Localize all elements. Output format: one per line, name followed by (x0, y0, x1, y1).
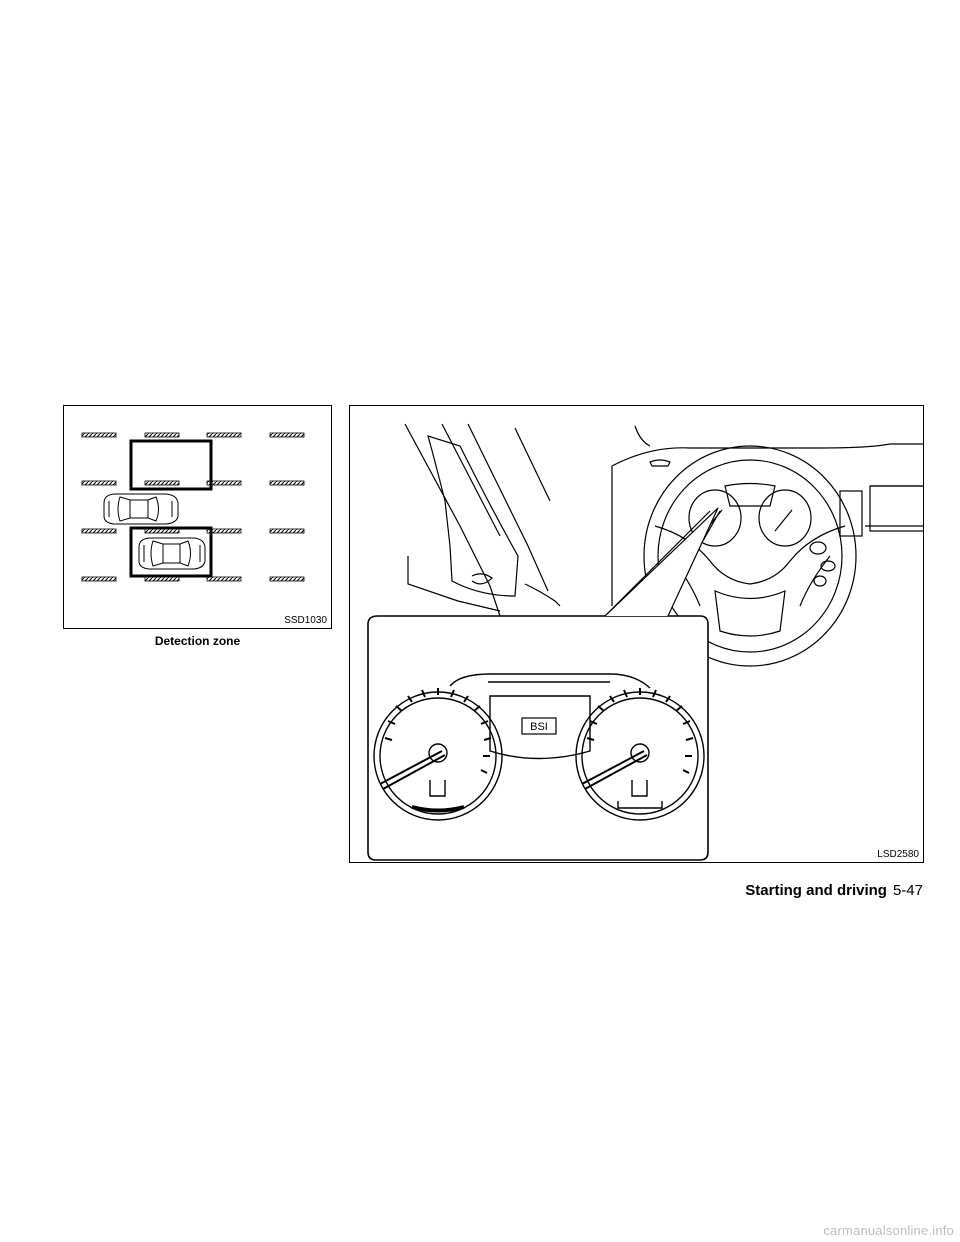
bsi-display-label: BSI (530, 721, 548, 733)
dashboard-illustration: BSI (367, 423, 923, 861)
detection-zone-figure: SSD1030 (63, 405, 332, 629)
page-footer: Starting and driving 5-47 (745, 882, 923, 899)
detection-zone-box-lower (129, 526, 213, 578)
own-car (138, 537, 206, 570)
windshield-pillar (404, 423, 561, 617)
instrument-panel (611, 425, 923, 606)
adjacent-car (103, 493, 179, 525)
figure-code: LSD2580 (877, 849, 919, 860)
bsi-indicator-figure: BSI LSD2580 (349, 405, 924, 863)
section-title: Starting and driving (745, 882, 887, 899)
figure-caption: Detection zone (154, 634, 241, 648)
figure-code: SSD1030 (284, 615, 327, 626)
gauge-cluster-small (688, 482, 812, 547)
detection-zone-illustration (81, 432, 305, 582)
callout-box (367, 615, 709, 861)
detection-zone-box-upper (129, 439, 213, 491)
page-number: 5-47 (892, 882, 923, 899)
gauge-ticks (586, 688, 694, 774)
gauge-ticks (384, 688, 492, 774)
watermark: carmanualsonline.info (823, 1223, 954, 1238)
